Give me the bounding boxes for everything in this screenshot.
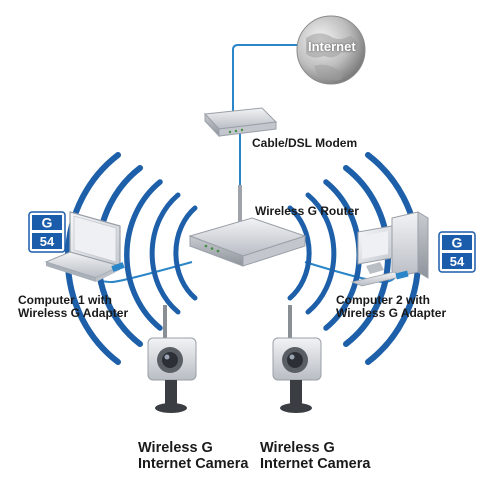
modem-label: Cable/DSL Modem — [252, 136, 358, 150]
computer1-label-line1: Computer 1 with — [18, 293, 113, 307]
computer2-label-line2: Wireless G Adapter — [336, 306, 447, 321]
computer2-label-line1: Computer 2 with — [336, 293, 431, 307]
camera1-label-line1: Wireless G — [138, 440, 213, 456]
router-label: Wireless G Router — [255, 204, 359, 218]
camera2-label: Wireless G Internet Camera — [260, 440, 370, 472]
camera-icon — [272, 305, 322, 413]
badge-number: 54 — [40, 234, 55, 249]
camera-icon — [147, 305, 197, 413]
router-icon — [188, 185, 307, 267]
laptop-icon — [44, 211, 125, 282]
camera1-label-line2: Internet Camera — [138, 456, 249, 473]
camera2-label-line2: Internet Camera — [260, 456, 371, 473]
desktop-icon — [350, 211, 429, 287]
camera1-label: Wireless G Internet Camera — [138, 440, 248, 472]
modem-icon — [203, 107, 278, 138]
internet-label: Internet — [308, 39, 356, 54]
computer1-label: Computer 1 with Wireless G Adapter — [18, 293, 129, 321]
g54-badge-icon: G 54 — [438, 231, 476, 273]
badge-number: 54 — [450, 254, 465, 269]
g54-badge-icon: G 54 — [28, 211, 66, 253]
globe-icon — [296, 15, 366, 85]
badge-letter: G — [452, 235, 463, 251]
camera2-label-line1: Wireless G — [260, 440, 335, 456]
computer1-label-line2: Wireless G Adapter — [18, 306, 129, 321]
computer2-label: Computer 2 with Wireless G Adapter — [336, 293, 447, 321]
internet-modem-link — [232, 44, 303, 113]
badge-letter: G — [42, 215, 53, 231]
